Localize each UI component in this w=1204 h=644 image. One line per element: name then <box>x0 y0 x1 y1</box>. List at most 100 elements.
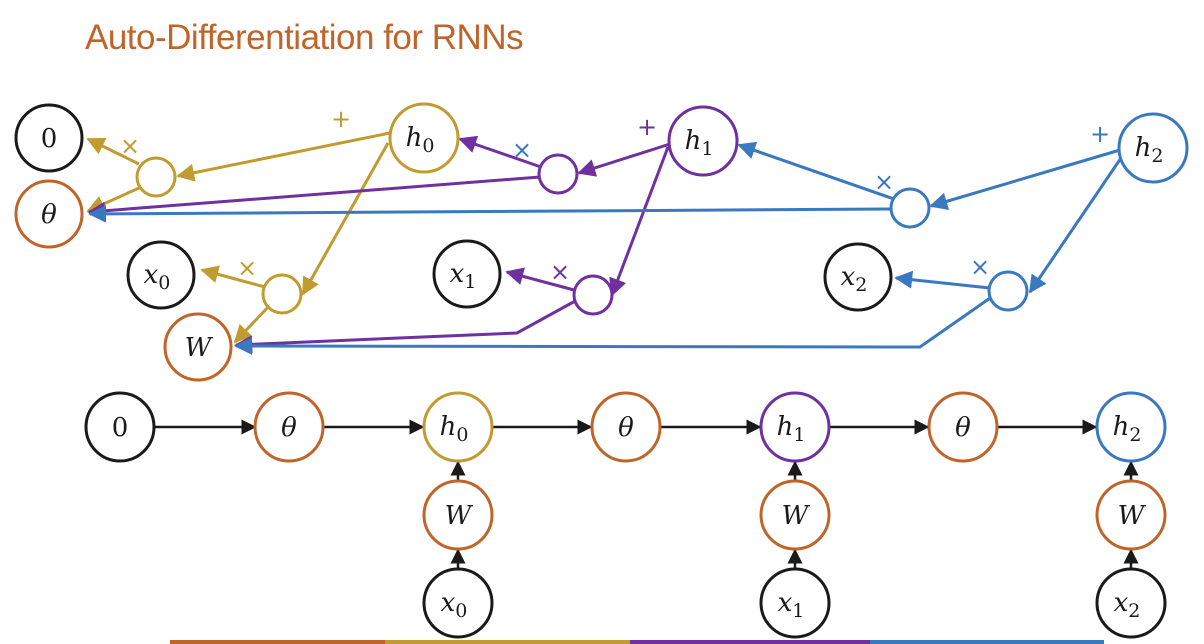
node-subscript: 2 <box>855 274 867 296</box>
edge-op-to-x1 <box>505 267 575 292</box>
node-h2: h2 <box>1095 391 1167 463</box>
edge-op-to-x2 <box>894 270 991 290</box>
node-h0-gradient: h0 <box>388 102 460 174</box>
node-subscript: 0 <box>455 600 467 622</box>
node-theta: θ <box>590 391 662 463</box>
footer-bar-gold <box>385 640 630 644</box>
plus-symbol: + <box>1090 120 1110 148</box>
node-label: x <box>450 259 465 289</box>
forward-edges <box>155 419 1139 569</box>
node-label: x <box>841 262 856 292</box>
edge-h2-to-plus-op <box>929 148 1121 211</box>
node-label: W <box>1118 501 1147 531</box>
node-subscript: 0 <box>422 135 434 157</box>
node-theta: θ <box>927 391 999 463</box>
svg-text:h2: h2 <box>1113 412 1142 446</box>
node-label: x <box>1114 588 1129 618</box>
svg-text:x2: x2 <box>841 262 868 296</box>
node-label: x <box>144 260 159 290</box>
node-label: h <box>406 123 423 153</box>
node-label: θ <box>41 200 57 230</box>
op-node-h1-times <box>572 274 614 316</box>
node-label: h <box>440 412 457 442</box>
times-symbol: × <box>874 168 894 196</box>
svg-text:h0: h0 <box>440 412 469 446</box>
op-node-h0-times <box>261 273 303 315</box>
node-h1-gradient: h1 <box>667 105 739 177</box>
times-symbol: × <box>120 132 140 160</box>
node-label: θ <box>955 413 971 443</box>
footer-bar-orange <box>170 640 385 644</box>
node-subscript: 1 <box>792 600 804 622</box>
svg-text:h0: h0 <box>406 123 435 157</box>
node-zero: 0 <box>84 391 156 463</box>
node-W-gradient: W <box>163 312 233 382</box>
node-label: 0 <box>41 124 58 154</box>
op-node-h0-plus <box>135 156 177 198</box>
slide-title: Auto-Differentiation for RNNs <box>85 18 524 57</box>
times-symbol: × <box>512 136 532 164</box>
backward-edges-h1 <box>87 135 671 354</box>
plus-symbol: + <box>331 105 351 133</box>
node-h0: h0 <box>422 391 494 463</box>
edge-op-to-W <box>233 303 272 344</box>
edge-h0-to-times-op <box>301 142 390 296</box>
svg-text:x1: x1 <box>778 588 805 622</box>
node-label: θ <box>618 413 634 443</box>
svg-text:h2: h2 <box>1135 133 1164 167</box>
node-label: h <box>1113 412 1130 442</box>
node-subscript: 2 <box>1128 600 1140 622</box>
edge-op-to-h1 <box>737 141 895 201</box>
edge-op-to-x0 <box>200 265 266 289</box>
node-x2: x2 <box>1095 567 1167 639</box>
node-x2-gradient: x2 <box>823 242 893 312</box>
edge-h0-to-plus-op <box>176 131 391 182</box>
node-x1-gradient: x1 <box>432 239 502 309</box>
edge-h2-to-times-op <box>1028 157 1123 294</box>
edge-op-to-theta <box>87 175 541 220</box>
node-subscript: 0 <box>158 272 170 294</box>
node-h1: h1 <box>759 391 831 463</box>
node-subscript: 2 <box>1129 424 1141 446</box>
node-label: x <box>778 588 793 618</box>
svg-text:x2: x2 <box>1114 588 1141 622</box>
node-label: θ <box>281 413 297 443</box>
node-x0-gradient: x0 <box>126 240 196 310</box>
node-label: x <box>441 588 456 618</box>
svg-text:x0: x0 <box>441 588 468 622</box>
node-x0: x0 <box>422 567 494 639</box>
edge-h1-to-times-op <box>609 146 670 297</box>
node-label: W <box>782 501 811 531</box>
node-W: W <box>422 479 494 551</box>
edge-h1-to-plus-op <box>577 142 671 177</box>
node-label: W <box>185 333 214 363</box>
footer-bar-blue <box>870 640 1104 644</box>
op-node-h2-plus <box>889 187 931 229</box>
times-symbol: × <box>970 253 990 281</box>
edge-op-to-W <box>234 298 578 354</box>
backward-edges-h2 <box>88 141 1123 356</box>
node-h2-gradient: h2 <box>1117 112 1189 184</box>
node-label: h <box>1135 133 1152 163</box>
edge-op-to-zero <box>86 137 140 166</box>
times-symbol: × <box>237 254 257 282</box>
node-W: W <box>1095 479 1167 551</box>
node-x1: x1 <box>759 567 831 639</box>
node-W: W <box>759 479 831 551</box>
edge-op-to-theta <box>88 204 891 223</box>
node-label: W <box>445 501 474 531</box>
node-zero-gradient: 0 <box>14 103 84 173</box>
node-label: h <box>685 126 702 156</box>
svg-text:x1: x1 <box>450 259 477 293</box>
times-symbol: × <box>550 258 570 286</box>
node-subscript: 0 <box>456 424 468 446</box>
svg-text:x0: x0 <box>144 260 171 294</box>
svg-text:h1: h1 <box>777 412 806 446</box>
backward-edges-h0 <box>86 131 391 344</box>
op-node-h1-plus <box>537 153 579 195</box>
node-label: 0 <box>112 413 129 443</box>
node-subscript: 2 <box>1151 145 1163 167</box>
node-subscript: 1 <box>701 138 713 160</box>
edge-op-to-h0 <box>458 135 542 169</box>
